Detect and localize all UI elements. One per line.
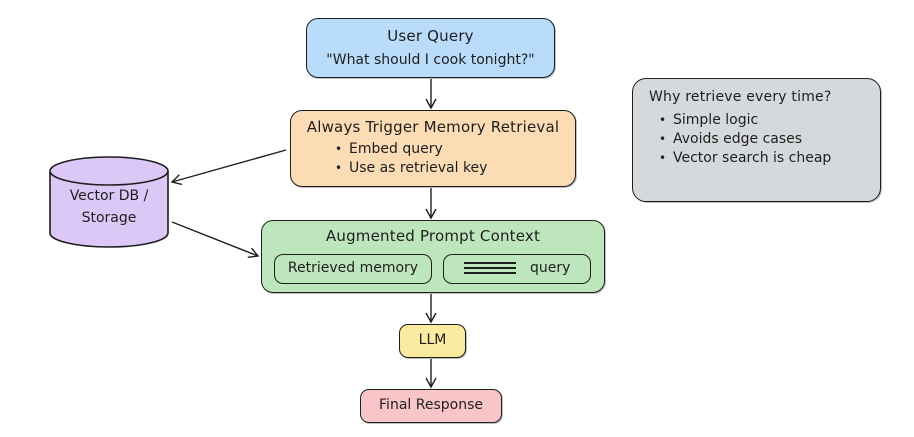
vector-db-label: Vector DB / Storage (48, 185, 170, 229)
arrow-db-to-context (171, 221, 260, 259)
query-chip: query (443, 254, 591, 284)
text-lines-icon (464, 262, 516, 277)
retrieved-memory-chip: Retrieved memory (274, 254, 432, 284)
query-chip-label: query (530, 260, 571, 276)
bullet-item: Avoids edge cases (659, 130, 880, 149)
bullet-item: Vector search is cheap (659, 149, 880, 168)
final-response-node: Final Response (360, 389, 502, 423)
llm-node: LLM (399, 324, 466, 358)
retrieved-memory-label: Retrieved memory (287, 260, 419, 276)
final-response-label: Final Response (379, 397, 483, 413)
database-cylinder-icon (49, 156, 169, 248)
memory-retrieval-bullets: Embed query Use as retrieval key (335, 140, 575, 178)
vector-db-label-line2: Storage (81, 210, 137, 226)
memory-retrieval-title: Always Trigger Memory Retrieval (306, 118, 560, 136)
why-note-title: Why retrieve every time? (649, 89, 832, 105)
vector-db-label-line1: Vector DB / (69, 188, 149, 204)
bullet-item: Use as retrieval key (335, 159, 575, 178)
why-note-bullets: Simple logic Avoids edge cases Vector se… (659, 111, 880, 168)
augmented-context-title: Augmented Prompt Context (325, 227, 541, 245)
bullet-item: Embed query (335, 140, 575, 159)
user-query-text: "What should I cook tonight?" (326, 52, 535, 68)
vector-db-node: Vector DB / Storage (48, 155, 170, 249)
memory-retrieval-node: Always Trigger Memory Retrieval Embed qu… (290, 110, 576, 187)
arrow-memory-to-db (170, 149, 287, 186)
llm-label: LLM (418, 332, 447, 348)
why-retrieve-note: Why retrieve every time? Simple logic Av… (632, 78, 881, 202)
augmented-context-node: Augmented Prompt Context Retrieved memor… (261, 220, 605, 293)
user-query-node: User Query "What should I cook tonight?" (306, 18, 555, 78)
bullet-item: Simple logic (659, 111, 880, 130)
user-query-title: User Query (387, 27, 474, 45)
